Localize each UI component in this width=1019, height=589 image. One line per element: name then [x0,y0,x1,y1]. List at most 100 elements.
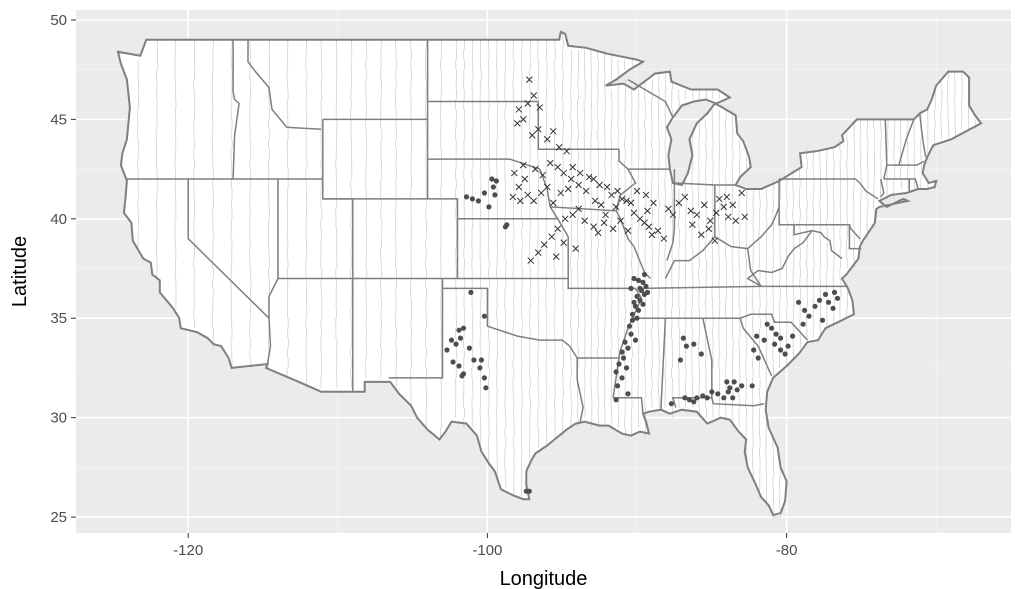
point-cross [527,257,535,264]
point-circle [469,196,475,202]
point-cross [600,219,608,227]
point-cross [557,189,565,197]
point-cross [563,147,571,155]
point-circle [635,277,642,283]
state-border [266,179,279,365]
state-border [427,158,541,170]
point-cross [645,223,653,231]
point-cross [650,199,657,207]
point-cross [536,104,544,111]
point-circle [682,395,688,401]
point-cross [513,119,521,127]
point-cross [741,213,749,221]
point-circle [615,383,621,389]
point-cross [687,207,695,215]
point-cross [555,143,563,151]
point-circle [463,194,470,200]
point-cross [546,159,554,167]
point-cross [576,169,584,177]
state-border [739,317,773,377]
point-circle [831,289,838,295]
point-circle [481,190,487,196]
state-border [778,206,843,260]
point-circle [691,399,697,405]
point-circle [459,373,465,379]
point-cross [612,203,620,211]
point-cross [706,217,714,225]
point-circle [668,401,675,407]
y-tick-label: 30 [50,410,67,427]
state-border [711,397,765,407]
point-circle [478,357,484,363]
point-cross [582,187,590,195]
point-cross [624,227,632,235]
y-tick-label: 25 [50,509,67,526]
point-cross [525,76,533,83]
state-border [747,179,780,250]
point-circle [483,385,489,391]
point-cross [633,187,641,195]
point-cross [608,191,615,199]
state-border [746,230,813,288]
point-circle [796,299,802,305]
point-cross [623,197,630,205]
point-circle [800,321,806,327]
point-cross [590,223,597,231]
point-cross [585,173,593,181]
point-cross [697,231,705,239]
point-cross [537,189,545,197]
state-border [865,190,879,200]
point-circle [769,325,775,331]
point-circle [700,393,706,399]
y-axis-title: Latitude [9,236,31,307]
point-circle [785,343,791,349]
point-cross [715,195,723,203]
state-border [848,224,862,250]
point-circle [629,317,636,323]
point-circle [471,357,477,363]
point-circle [773,331,779,337]
point-cross [530,197,538,205]
x-tick-label: -80 [776,542,798,559]
point-circle [486,204,492,210]
point-circle [619,349,625,355]
point-cross [738,189,746,197]
point-cross [618,195,626,203]
point-cross [554,163,562,171]
point-circle [715,391,721,397]
point-circle [632,337,639,343]
state-border [660,318,667,410]
state-border [247,39,322,131]
state-border [576,358,584,422]
point-cross [614,187,621,195]
contiguous-us-land [117,31,982,516]
point-cross [675,199,683,207]
point-cross [642,191,650,199]
point-circle [778,347,784,353]
point-cross [554,225,562,233]
point-circle [764,321,770,327]
point-circle [475,198,481,204]
point-circle [456,327,462,333]
point-cross [549,127,557,135]
point-cross [660,235,668,243]
point-circle [691,341,697,347]
point-cross [688,221,696,229]
point-circle [457,335,464,341]
point-circle [620,355,627,361]
state-border [886,160,925,166]
point-circle [806,313,812,319]
state-border [232,39,240,180]
state-border [898,119,915,166]
state-border [457,277,643,299]
point-circle [477,365,483,371]
point-circle [622,339,628,345]
point-cross [515,183,523,191]
point-cross [723,193,731,201]
state-border [537,101,619,150]
point-cross [575,205,583,213]
point-circle [453,341,459,347]
point-cross [528,131,536,139]
data-points [444,76,841,494]
point-circle [460,325,467,331]
